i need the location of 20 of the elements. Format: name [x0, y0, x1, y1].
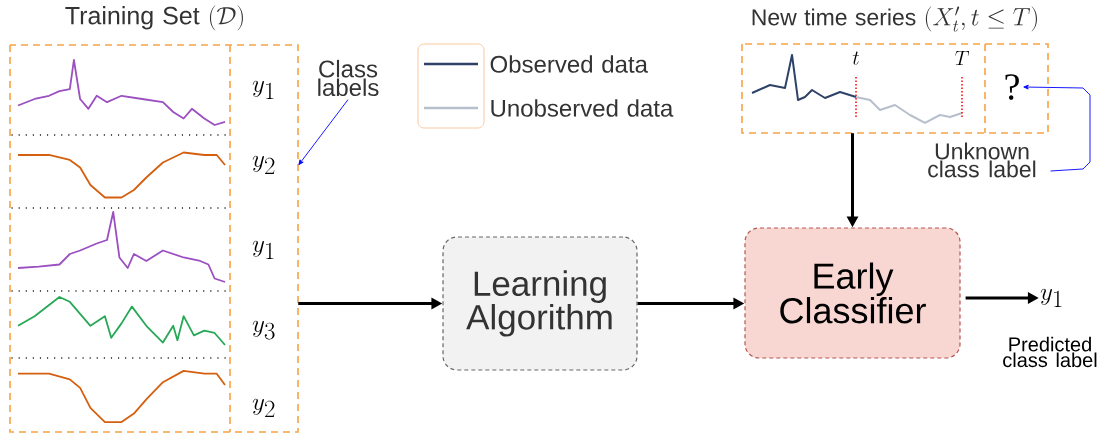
- class-label: $y_3$: [252, 320, 275, 340]
- heading: New time series $(X'_t, t \le T)$: [752, 6, 1037, 32]
- class-label: $y_1$: [252, 240, 274, 260]
- class-label: $y_2$: [252, 398, 275, 418]
- classifier-box: Early Classifier: [744, 227, 961, 359]
- question-mark: ?: [1005, 74, 1019, 100]
- class-label: $y_1$: [252, 80, 274, 100]
- process-box: Learning Algorithm: [442, 236, 638, 371]
- class-label: $y_2$: [252, 155, 275, 175]
- time-label: $T$: [955, 51, 969, 66]
- annotation: Unknown class label: [928, 142, 1036, 178]
- arrow: [1023, 84, 1091, 172]
- heading: Training Set $(\mathcal{D})$: [65, 5, 243, 31]
- annotation: Class labels: [318, 59, 379, 97]
- arrow: [298, 99, 349, 166]
- time-label: $t$: [852, 51, 859, 65]
- side-label: Predicted class label: [1003, 336, 1097, 368]
- output-label: $y_1$: [1040, 288, 1062, 308]
- legend-label: Observed data: [490, 55, 648, 73]
- legend-label: Unobserved data: [491, 99, 674, 117]
